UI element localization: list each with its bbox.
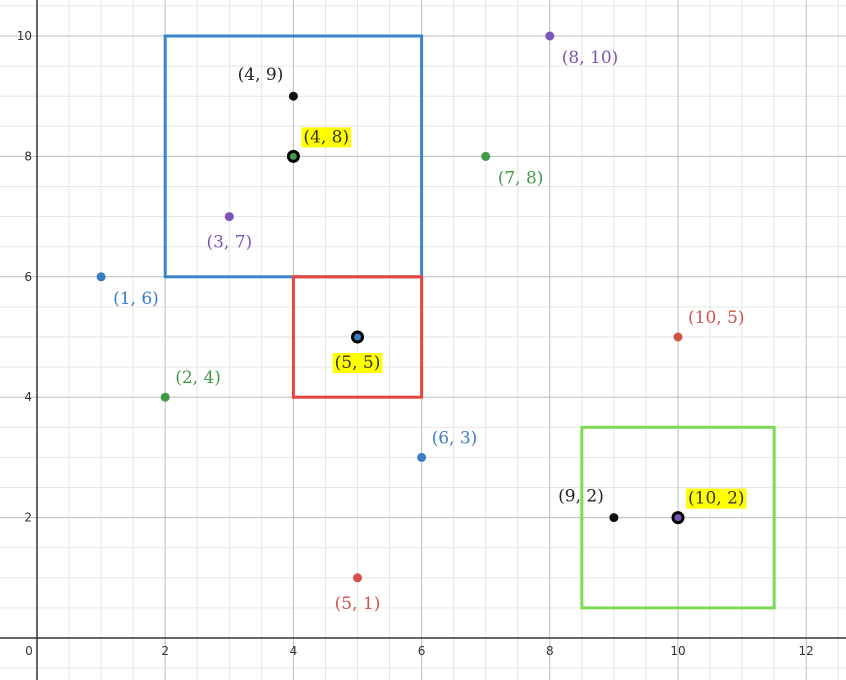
x-tick-label: 4 (290, 644, 298, 658)
point-label: (10, 5) (688, 308, 745, 328)
point-label: (7, 8) (498, 168, 544, 188)
highlight-rectangle (291, 275, 424, 399)
x-tick-label: 10 (670, 644, 685, 658)
data-point (353, 573, 362, 583)
data-point (674, 514, 682, 522)
point-label: (2, 4) (175, 368, 221, 388)
point-labels: (1, 6) (2, 4) (3, 7) (4, 9) (4, 8) (5, 5) (5, … (113, 48, 747, 614)
point-label: (4, 8) (303, 127, 349, 147)
data-point (289, 152, 297, 160)
tick-labels: 0 2 4 6 8 10 12 2 4 6 8 10 (17, 29, 814, 658)
data-point (673, 332, 683, 342)
point-label: (4, 9) (238, 65, 284, 85)
data-point (224, 212, 234, 222)
y-tick-label: 10 (17, 29, 32, 43)
data-point (609, 513, 619, 523)
label-highlight (301, 127, 352, 148)
y-tick-label: 4 (24, 390, 32, 404)
x-tick-label: 0 (25, 644, 33, 658)
point-label: (5, 1) (335, 594, 381, 614)
y-tick-label: 6 (24, 270, 32, 284)
x-tick-label: 12 (799, 644, 814, 658)
point-label: (9, 2) (558, 487, 604, 507)
point-label: (10, 2) (688, 489, 745, 509)
y-tick-label: 8 (24, 149, 32, 163)
data-point (545, 31, 555, 41)
data-point (417, 452, 427, 462)
x-tick-label: 2 (161, 644, 169, 658)
point-label: (3, 7) (206, 233, 252, 253)
data-point (160, 392, 170, 402)
highlight-rectangle (580, 425, 776, 610)
data-point (354, 333, 361, 341)
data-point (288, 91, 298, 101)
label-highlight (686, 488, 747, 509)
point-label: (6, 3) (432, 428, 478, 448)
x-tick-label: 6 (418, 644, 426, 658)
data-point (481, 151, 491, 161)
rectangles (163, 34, 776, 610)
x-tick-label: 8 (546, 644, 554, 658)
y-tick-label: 2 (24, 511, 32, 525)
data-points (96, 31, 685, 583)
point-label: (5, 5) (335, 353, 381, 373)
point-label: (8, 10) (562, 48, 619, 68)
data-point (96, 272, 106, 282)
label-highlight (332, 353, 383, 373)
point-label: (1, 6) (113, 289, 159, 309)
